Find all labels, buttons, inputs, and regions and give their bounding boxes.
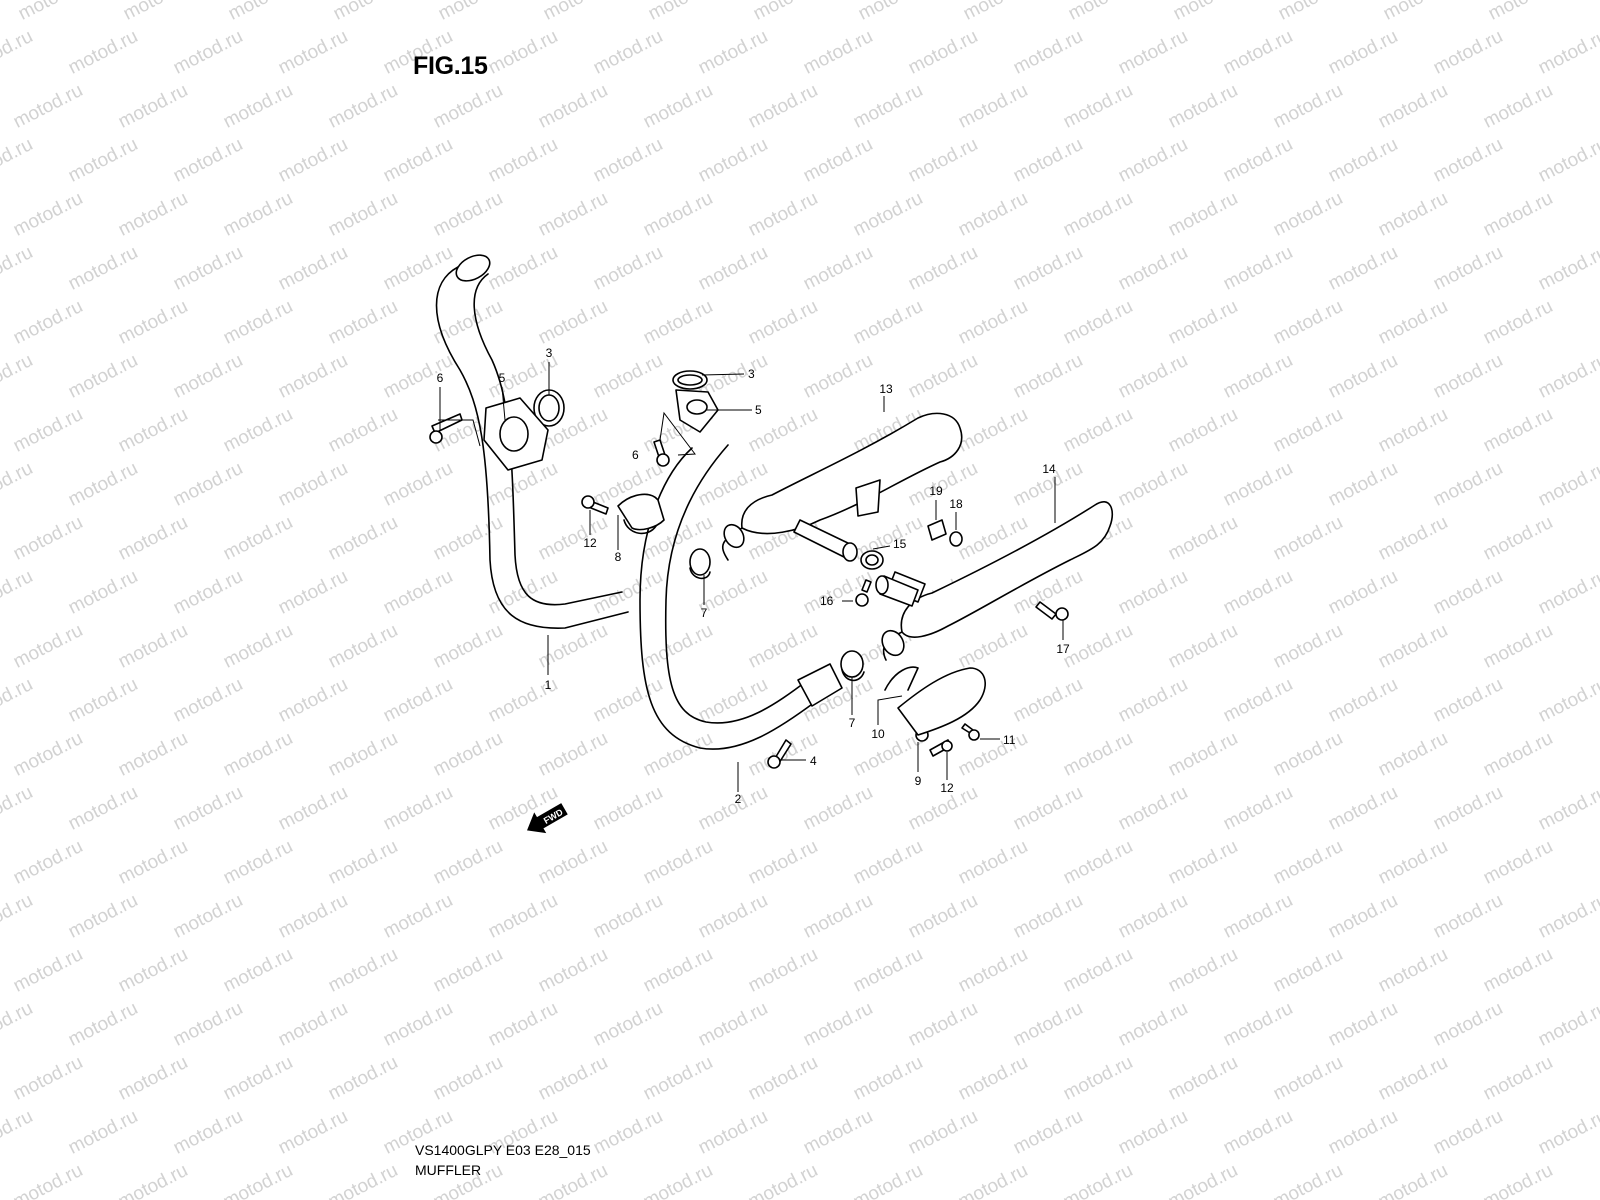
sleeve-7-lower [840,650,865,682]
callout-14: 14 [1042,462,1056,476]
callout-13: 13 [879,382,893,396]
model-code: VS1400GLPY E03 E28_015 [415,1142,591,1158]
callout-3-right: 3 [748,367,755,381]
callout-numbers: 1 2 3 3 4 5 5 6 6 7 7 8 9 10 11 12 12 13… [437,346,1070,806]
nut-19 [927,519,947,541]
callout-7-upper: 7 [701,606,708,620]
forward-direction-arrow: FWD [526,803,568,834]
sleeve-7-upper [689,548,711,580]
bolt-4 [767,739,792,769]
bolt-12-left [581,495,609,515]
gasket-3-right [672,370,708,390]
callout-6-left: 6 [437,371,444,385]
clamp-15 [860,550,884,570]
section-name: MUFFLER [415,1162,482,1178]
bracket-10 [884,666,919,691]
callout-3-left: 3 [546,346,553,360]
callout-16: 16 [820,594,834,608]
joint-pipe [875,575,919,607]
flange-5-left [483,397,549,471]
callout-19: 19 [929,484,943,498]
bolt-6-left [429,413,463,444]
bolt-6-right [653,439,670,467]
washer-18 [949,531,963,547]
bolt-11 [961,723,980,741]
flange-5-right [675,389,719,433]
gasket-3-left [533,389,565,427]
callout-1: 1 [545,678,552,692]
callout-15: 15 [893,537,907,551]
callout-6-right: 6 [632,448,639,462]
callout-8: 8 [615,550,622,564]
callout-5-right: 5 [755,403,762,417]
callout-12-left: 12 [583,536,597,550]
callout-17: 17 [1056,642,1070,656]
bolt-17 [1035,601,1069,621]
muffler-13 [721,412,963,562]
callout-9: 9 [915,774,922,788]
clamp-8 [617,493,665,535]
leader-lines [438,362,1064,792]
muffler-14 [881,501,1114,661]
exhaust-pipe-2 [639,444,843,750]
callout-18: 18 [949,497,963,511]
callout-5-left: 5 [499,371,506,385]
bolt-16 [855,579,872,607]
callout-7-lower: 7 [849,716,856,730]
callout-2: 2 [735,792,742,806]
callout-12-right: 12 [940,781,954,795]
figure-title: FIG.15 [413,52,488,80]
bolt-12-right [929,739,953,757]
callout-10: 10 [871,727,885,741]
callout-11: 11 [1003,733,1016,747]
callout-4: 4 [810,754,817,768]
heat-shield [897,667,986,736]
